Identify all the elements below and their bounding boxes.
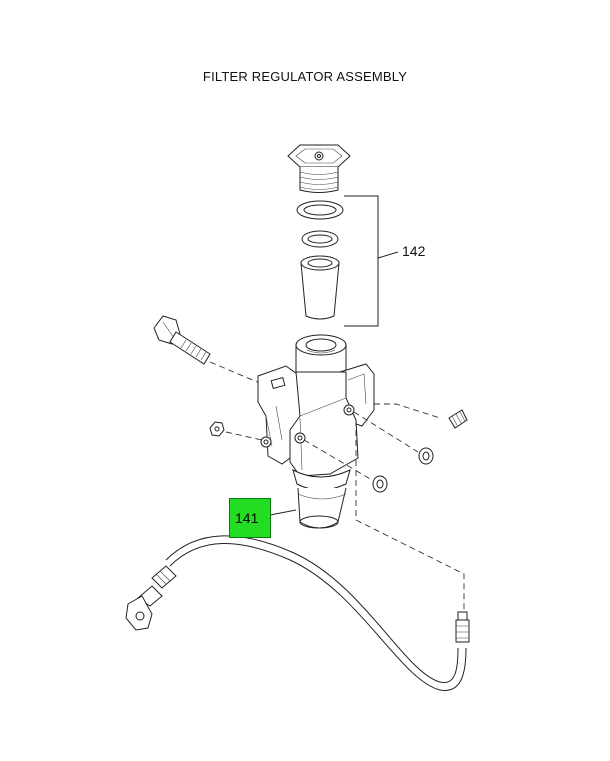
diagram-title: FILTER REGULATOR ASSEMBLY: [202, 69, 408, 84]
washer-right-upper: [418, 447, 434, 465]
o-ring-lower: [301, 230, 339, 248]
filter-body-housing: [257, 334, 375, 491]
o-ring-upper: [296, 200, 344, 220]
filter-element: [300, 255, 340, 320]
set-screw: [448, 409, 468, 429]
callout-label-142: 142: [402, 243, 426, 259]
hex-nut-left: [209, 421, 263, 441]
callout-label-141: 141: [235, 510, 259, 526]
mounting-bolt: [153, 315, 263, 385]
filter-bowl-part: [297, 487, 347, 529]
washer-right-lower: [372, 475, 388, 493]
dashed-leader-washer-lower: [303, 439, 373, 481]
dashed-leader-washer-upper: [353, 411, 419, 453]
dashed-leader-setscrew: [374, 403, 441, 419]
hex-cap-part: [287, 144, 351, 193]
callout-bracket-142: [344, 195, 399, 327]
hose-assembly: [125, 535, 470, 691]
callout-button-141[interactable]: 141: [229, 498, 271, 538]
dashed-routing-line: [355, 420, 465, 612]
